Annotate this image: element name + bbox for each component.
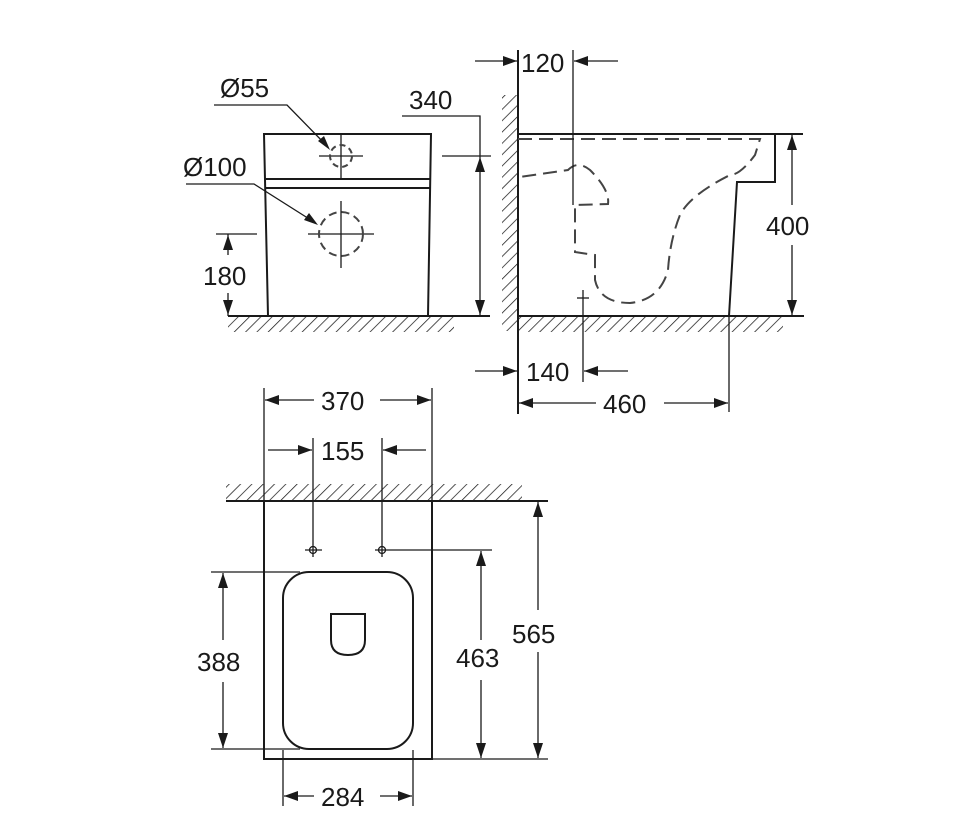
dim-fixing-to-front: 463 [456,643,499,673]
dim-outlet-offset: 140 [526,357,569,387]
inlet-circle [329,144,353,168]
dim-seat-width: 284 [321,782,364,812]
seat-outline [282,571,414,750]
bowl-opening [330,613,366,657]
dim-fixing-spacing: 155 [321,436,364,466]
dim-inlet-offset: 120 [521,48,564,78]
floor-hatch [228,316,454,332]
floor-hatch-side [518,316,783,332]
dim-inlet-height: 340 [409,85,452,115]
dim-outlet-diameter: Ø100 [183,152,247,182]
dim-width: 370 [321,386,364,416]
top-view: 370 155 388 463 565 284 [197,386,555,812]
toilet-top-outline [263,500,433,760]
dim-seat-length: 388 [197,647,240,677]
dim-outlet-height: 180 [203,261,246,291]
front-view: Ø55 Ø100 180 340 [183,73,491,332]
dim-depth: 460 [603,389,646,419]
toilet-side-outline [728,134,776,317]
outlet-circle [318,211,364,257]
dim-height: 400 [766,211,809,241]
wall-hatch-top [226,484,522,500]
toilet-front-outline [262,133,433,317]
dim-inlet-diameter: Ø55 [220,73,269,103]
internal-trap-outline [518,138,762,305]
side-view: 120 400 140 460 [475,48,809,419]
dim-total-length: 565 [512,619,555,649]
wall-hatch [502,95,518,331]
